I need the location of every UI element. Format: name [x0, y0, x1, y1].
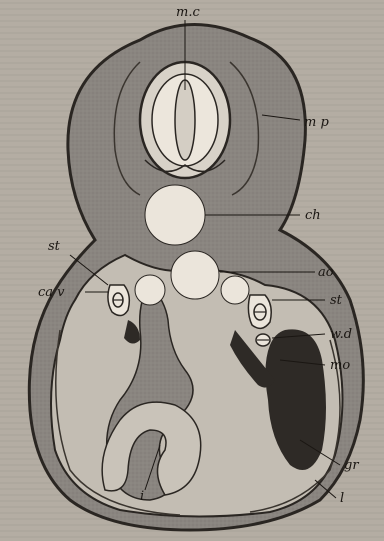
aorta: [171, 251, 219, 299]
label-ao: ao: [318, 265, 334, 280]
label-mo: mo: [330, 358, 350, 373]
cardinal-vein-left: [135, 275, 165, 305]
label-cav: ca v: [38, 285, 65, 300]
label-mp: m p: [304, 115, 329, 130]
medullary-canal: [175, 80, 195, 160]
segmental-tubule-left: [108, 285, 129, 316]
notochord: [145, 185, 205, 245]
label-st-left: st: [48, 239, 61, 254]
label-l: l: [340, 491, 344, 506]
label-gr: gr: [344, 458, 359, 473]
label-ch: ch: [305, 208, 321, 223]
label-st-right: st: [330, 293, 343, 308]
cardinal-vein-right: [221, 276, 249, 304]
label-i: i: [140, 489, 144, 504]
label-wd: w.d: [330, 327, 352, 342]
label-mc: m.c: [176, 5, 200, 20]
